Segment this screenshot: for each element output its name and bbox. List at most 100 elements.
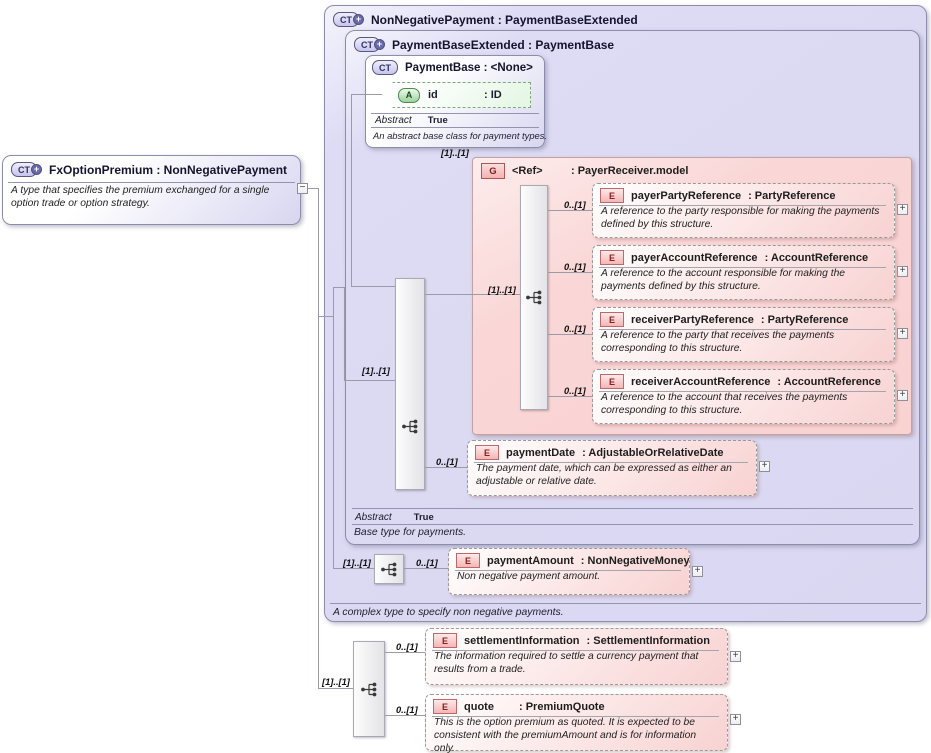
connector-line	[385, 652, 425, 653]
group-sequence-compositor[interactable]	[520, 185, 548, 410]
element-paymentdate[interactable]: E paymentDate : AdjustableOrRelativeDate…	[467, 440, 757, 496]
abstract-label: Abstract	[375, 115, 412, 126]
element-header: E payerAccountReference : AccountReferen…	[593, 246, 894, 267]
complex-type-icon-label: CT	[354, 37, 380, 52]
nonnegativepayment-footer: A complex type to specify non negative p…	[333, 607, 564, 618]
element-header: E paymentAmount : NonNegativeMoney	[449, 549, 690, 570]
connector-line	[318, 188, 319, 688]
cardinality-label: [1]..[1]	[322, 677, 350, 687]
abstract-row: Abstract True	[346, 512, 443, 523]
sequence-compositor[interactable]	[395, 278, 425, 490]
element-receiveraccountreference[interactable]: E receiverAccountReference : AccountRefe…	[592, 369, 895, 424]
cardinality-label: [1]..[1]	[362, 366, 390, 376]
expand-toggle-settlementinformation[interactable]: +	[730, 651, 741, 662]
expand-toggle-quote[interactable]: +	[730, 714, 741, 725]
divider	[599, 267, 886, 268]
attribute-name: id	[428, 89, 438, 101]
element-icon: E	[600, 374, 624, 389]
collapse-toggle-fxoptionpremium[interactable]: −	[297, 183, 308, 194]
element-description: A reference to the party that receives t…	[601, 330, 835, 354]
divider	[599, 391, 886, 392]
divider	[371, 127, 539, 128]
element-name: payerPartyReference	[631, 189, 742, 202]
cardinality-label: 0..[1]	[396, 642, 418, 652]
element-description: A reference to the party responsible for…	[601, 206, 880, 230]
complex-type-icon: CT	[372, 60, 398, 75]
attribute-icon: A	[398, 87, 420, 103]
divider	[432, 716, 719, 717]
element-icon: E	[456, 553, 480, 568]
divider	[432, 650, 719, 651]
paymentbase-header: CT PaymentBase : <None>	[366, 56, 539, 77]
abstract-value: True	[427, 115, 448, 126]
element-description: A reference to the account responsible f…	[601, 268, 846, 292]
element-type: : PremiumQuote	[519, 700, 605, 713]
complex-type-icon: CT +	[11, 162, 42, 177]
cardinality-label: 0..[1]	[564, 386, 586, 396]
element-description: Non negative payment amount.	[457, 571, 601, 582]
element-paymentamount[interactable]: E paymentAmount : NonNegativeMoney Non n…	[448, 548, 690, 595]
cardinality-label: 0..[1]	[436, 457, 458, 467]
sequence-icon	[360, 682, 376, 696]
divider	[474, 462, 748, 463]
divider	[8, 182, 295, 183]
element-settlementinformation[interactable]: E settlementInformation : SettlementInfo…	[425, 628, 728, 685]
complex-type-icon: CT +	[354, 37, 385, 52]
element-description: This is the option premium as quoted. It…	[434, 717, 697, 753]
element-type: : PartyReference	[760, 313, 849, 326]
expand-toggle-paymentdate[interactable]: +	[759, 461, 770, 472]
cardinality-label: [1]..[1]	[488, 285, 516, 295]
element-quote[interactable]: E quote : PremiumQuote This is the optio…	[425, 694, 728, 753]
expand-toggle-paymentamount[interactable]: +	[692, 566, 703, 577]
complex-type-box-fxoptionpremium[interactable]: CT + FxOptionPremium : NonNegativePaymen…	[2, 155, 301, 225]
expand-toggle-payerpartyreference[interactable]: +	[897, 204, 908, 215]
expand-toggle-payeraccountreference[interactable]: +	[897, 266, 908, 277]
paymentbaseextended-header: CT + PaymentBaseExtended : PaymentBase	[346, 31, 622, 54]
element-header: E payerPartyReference : PartyReference	[593, 184, 894, 205]
divider	[599, 329, 886, 330]
nonnegativepayment-header: CT + NonNegativePayment : PaymentBaseExt…	[325, 6, 646, 29]
element-name: paymentDate	[506, 446, 576, 459]
connector-line	[548, 334, 592, 335]
abstract-row: Abstract True	[366, 115, 457, 126]
connector-line	[548, 210, 592, 211]
connector-line	[344, 287, 345, 380]
complex-type-box-paymentbase[interactable]: CT PaymentBase : <None> A id : ID Abstra…	[365, 55, 548, 148]
element-receiverpartyreference[interactable]: E receiverPartyReference : PartyReferenc…	[592, 307, 895, 362]
expand-toggle-receiverpartyreference[interactable]: +	[897, 328, 908, 339]
sequence-compositor-fxoptionpremium[interactable]	[353, 641, 385, 737]
paymentbaseextended-title: PaymentBaseExtended : PaymentBase	[392, 37, 615, 52]
element-payerpartyreference[interactable]: E payerPartyReference : PartyReference A…	[592, 183, 895, 238]
connector-line	[404, 568, 448, 569]
attribute-id[interactable]: A id : ID	[382, 82, 531, 108]
element-name: settlementInformation	[464, 634, 580, 647]
element-name: receiverPartyReference	[631, 313, 754, 326]
connector-line	[548, 396, 592, 397]
element-icon: E	[600, 188, 624, 203]
divider	[371, 113, 539, 114]
sequence-compositor-paymentamount[interactable]	[374, 554, 404, 584]
attribute-type: : ID	[484, 89, 502, 101]
connector-line	[318, 316, 333, 317]
connector-line	[351, 94, 365, 95]
connector-line	[308, 188, 318, 189]
paymentbase-description: An abstract base class for payment types…	[373, 130, 548, 141]
derived-plus-icon: +	[353, 14, 364, 25]
connector-line	[333, 287, 345, 288]
complex-type-icon-label: CT	[11, 162, 37, 177]
element-header: E settlementInformation : SettlementInfo…	[426, 629, 727, 650]
element-name: paymentAmount	[487, 554, 574, 567]
expand-toggle-receiveraccountreference[interactable]: +	[897, 390, 908, 401]
element-type: : NonNegativeMoney	[580, 554, 690, 567]
cardinality-label: [1]..[1]	[343, 558, 371, 568]
abstract-value: True	[413, 512, 434, 523]
connector-line	[425, 467, 467, 468]
element-payeraccountreference[interactable]: E payerAccountReference : AccountReferen…	[592, 245, 895, 300]
derived-plus-icon: +	[31, 164, 42, 175]
cardinality-label: 0..[1]	[564, 200, 586, 210]
derived-plus-icon: +	[374, 39, 385, 50]
element-name: receiverAccountReference	[631, 375, 771, 388]
connector-line	[333, 568, 374, 569]
divider	[455, 570, 681, 571]
cardinality-label: 0..[1]	[564, 262, 586, 272]
